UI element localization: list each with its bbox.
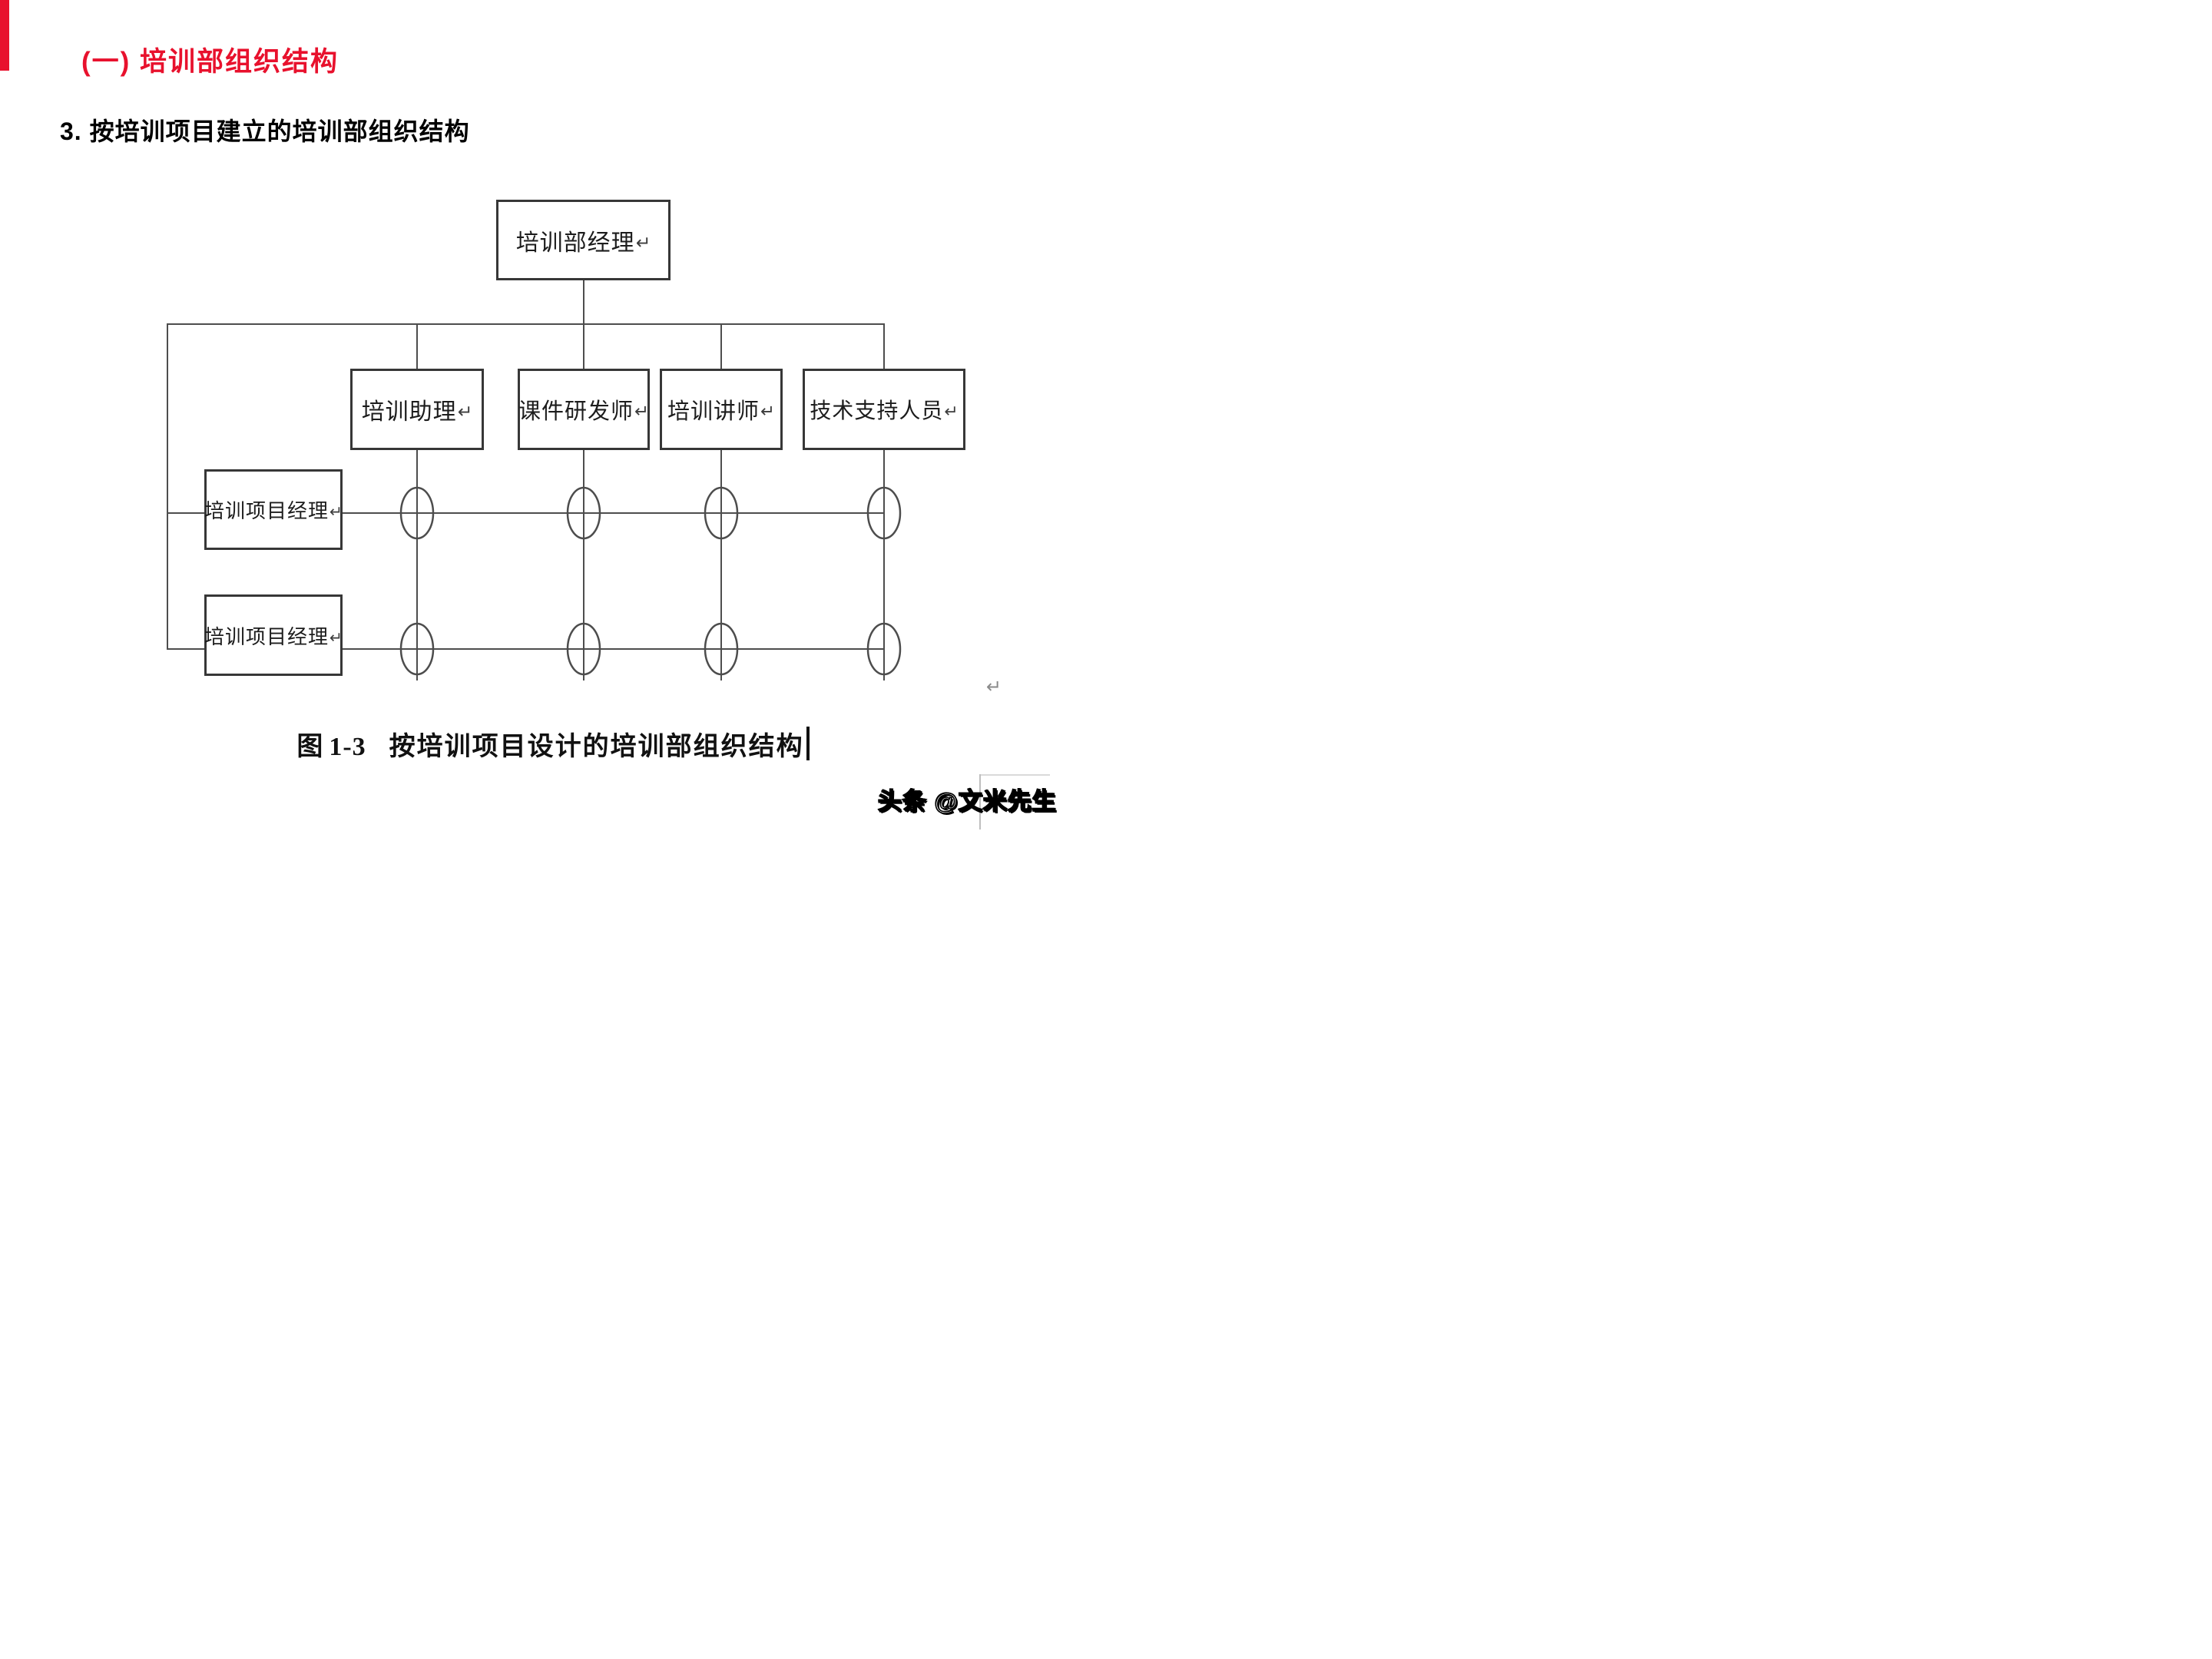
matrix-circle — [399, 622, 435, 676]
org-box-label: 培训部经理 — [515, 230, 635, 256]
matrix-circle — [399, 486, 435, 540]
org-box-label: 培训项目经理 — [204, 624, 329, 648]
paragraph-return-mark: ↵ — [986, 677, 1002, 697]
org-box-project-manager-1: 培训项目经理↵ — [204, 469, 343, 550]
matrix-circle — [704, 486, 739, 540]
return-mark: ↵ — [329, 629, 343, 647]
slide-page: (一) 培训部组织结构 3. 按培训项目建立的培训部组织结构 — [0, 0, 1106, 830]
return-mark: ↵ — [944, 402, 959, 421]
org-box-label: 技术支持人员 — [810, 399, 944, 422]
org-box-project-manager-2: 培训项目经理↵ — [204, 594, 343, 676]
matrix-circle — [866, 622, 902, 676]
text-cursor — [806, 727, 810, 760]
return-mark: ↵ — [457, 402, 473, 422]
org-box-tech-support: 技术支持人员↵ — [803, 369, 965, 450]
return-mark: ↵ — [635, 232, 651, 253]
connector-lines — [167, 280, 902, 680]
figure-label: 图 — [296, 732, 323, 761]
org-box-training-lecturer: 培训讲师↵ — [660, 369, 783, 450]
page-edge-line-horizontal — [979, 774, 1050, 776]
accent-bar — [0, 0, 9, 71]
org-box-label: 培训项目经理 — [204, 499, 329, 522]
matrix-circle — [866, 486, 902, 540]
watermark: 头条 @文米先生 — [877, 787, 1057, 816]
org-box-courseware-developer: 课件研发师↵ — [518, 369, 650, 450]
matrix-circle — [566, 622, 601, 676]
section-heading: (一) 培训部组织结构 — [81, 47, 339, 77]
caption-text: 按培训项目设计的培训部组织结构 — [389, 732, 804, 761]
return-mark: ↵ — [329, 504, 343, 521]
matrix-circle — [704, 622, 739, 676]
matrix-circle — [566, 486, 601, 540]
org-box-training-assistant: 培训助理↵ — [350, 369, 484, 450]
return-mark: ↵ — [760, 402, 775, 421]
org-box-label: 课件研发师 — [518, 399, 634, 424]
org-box-training-dept-manager: 培训部经理↵ — [496, 200, 671, 280]
page-edge-line-vertical — [979, 774, 981, 830]
return-mark: ↵ — [634, 402, 649, 421]
subsection-heading: 3. 按培训项目建立的培训部组织结构 — [60, 118, 470, 145]
figure-number: 1-3 — [329, 733, 366, 761]
org-box-label: 培训讲师 — [667, 399, 760, 424]
org-box-label: 培训助理 — [361, 399, 457, 425]
